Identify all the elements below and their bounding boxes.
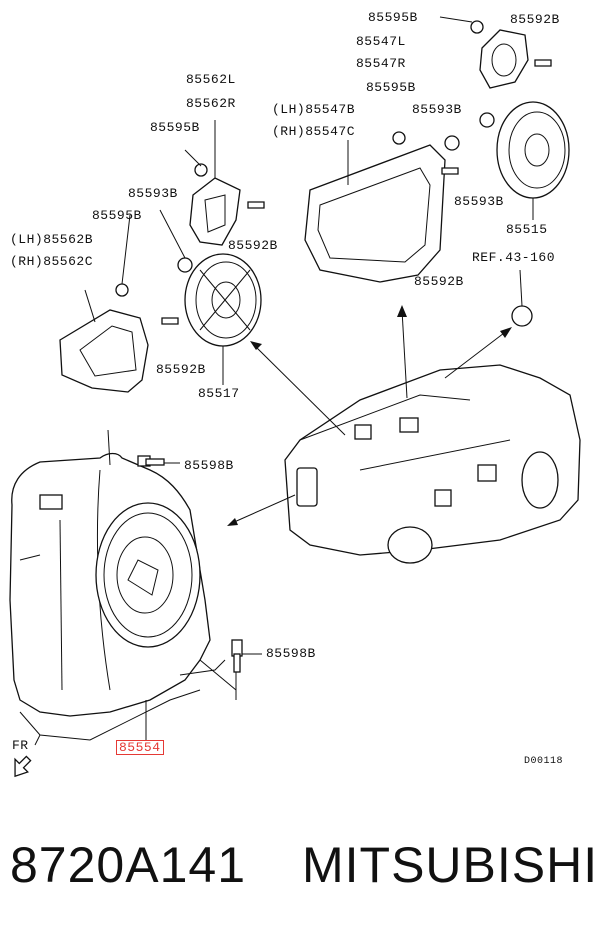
clip-85595B-right <box>392 131 406 145</box>
label-85595B-mid: 85595B <box>366 80 416 95</box>
speaker-85515 <box>496 101 570 220</box>
bracket-85562 <box>189 120 241 246</box>
label-85593B-left: 85593B <box>128 186 178 201</box>
label-85592B-mid: 85592B <box>414 274 464 289</box>
clip-85595B-top <box>470 20 484 34</box>
label-85595B-left: 85595B <box>150 120 200 135</box>
label-85598B-low: 85598B <box>266 646 316 661</box>
speaker-85517 <box>184 253 262 385</box>
screw-85592B-left <box>161 317 179 325</box>
label-fr: FR <box>12 738 29 753</box>
clip-85595B-left <box>115 283 129 297</box>
label-ref-43-160: REF.43-160 <box>472 250 556 265</box>
label-85562R: 85562R <box>186 96 236 111</box>
vehicle-outline <box>284 364 581 564</box>
bolt-85598B-low <box>199 639 262 700</box>
screw-85592B-midleft <box>247 201 265 209</box>
label-rh-85547C: (RH)85547C <box>272 124 356 139</box>
diagram-drawing <box>9 16 581 778</box>
label-85592B-top: 85592B <box>510 12 560 27</box>
bolt-85598B-top <box>137 455 180 467</box>
nut-85593B-left <box>177 257 193 273</box>
leaders-left <box>121 149 202 285</box>
screw-85592B-right <box>441 167 459 175</box>
label-85547L: 85547L <box>356 34 406 49</box>
label-rh-85562C: (RH)85562C <box>10 254 94 269</box>
label-lh-85562B: (LH)85562B <box>10 232 94 247</box>
ref-part <box>511 305 533 327</box>
label-85595B-left2: 85595B <box>92 208 142 223</box>
label-diagram-code: D00118 <box>524 756 564 767</box>
label-85592B-low: 85592B <box>156 362 206 377</box>
subwoofer-enclosure <box>9 429 226 746</box>
label-85593B-right: 85593B <box>454 194 504 209</box>
label-85515: 85515 <box>506 222 548 237</box>
label-lh-85547B: (LH)85547B <box>272 102 356 117</box>
nut-85593B-right <box>479 112 495 128</box>
parts-diagram: 85595B 85592B 85547L 85547R 85562L 85562… <box>9 10 581 778</box>
label-85593B-mid: 85593B <box>412 102 462 117</box>
label-85554-highlighted: 85554 <box>116 740 164 755</box>
footer: 8720A141 MITSUBISHI <box>0 830 600 910</box>
clip-85595B-mid <box>194 163 208 177</box>
screw-85592B-top <box>534 59 552 67</box>
brand-name: MITSUBISHI <box>302 837 599 893</box>
bracket-85547 <box>439 16 529 89</box>
label-85562L: 85562L <box>186 72 236 87</box>
fr-arrow-icon <box>14 755 32 778</box>
label-85595B-top: 85595B <box>368 10 418 25</box>
label-85598B-top: 85598B <box>184 458 234 473</box>
trim-85547B <box>304 140 446 283</box>
label-85517: 85517 <box>198 386 240 401</box>
part-number: 8720A141 <box>10 837 247 893</box>
nut-85593B-mid <box>444 135 460 151</box>
label-85547R: 85547R <box>356 56 406 71</box>
pointer-arrows <box>227 305 512 526</box>
cover-85562B <box>59 289 149 393</box>
label-85592B-midleft: 85592B <box>228 238 278 253</box>
